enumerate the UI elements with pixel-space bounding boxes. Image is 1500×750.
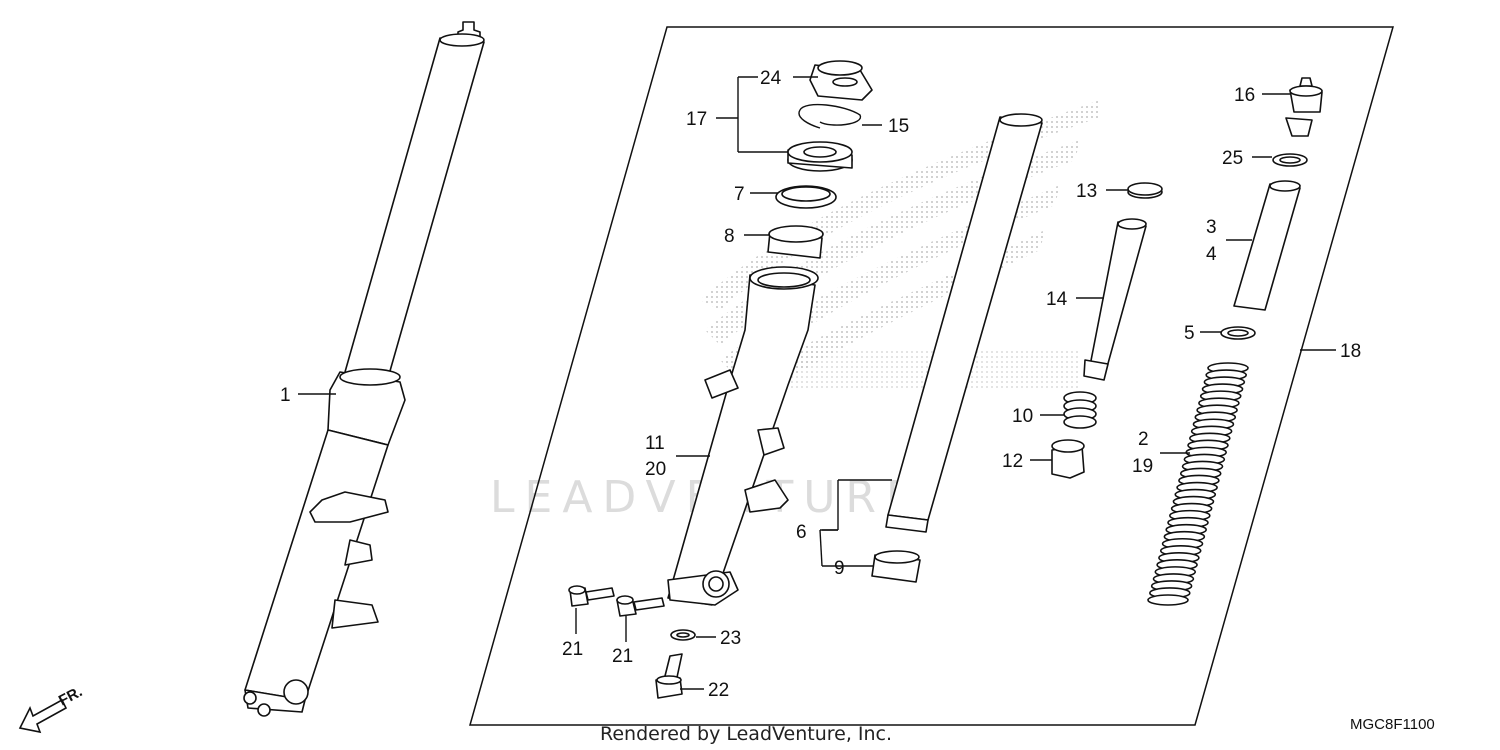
back-up-ring-part [775,185,837,209]
fork-assembly-complete [243,21,485,717]
callout-11: 11 [645,433,665,454]
piston-ring-part [1127,182,1163,199]
callout-21a: 21 [562,639,583,660]
front-arrow-icon [18,698,68,734]
front-direction-indicator: FR. [18,683,85,734]
spring-seat-part [1220,326,1256,340]
callout-6: 6 [796,522,807,543]
callout-5: 5 [1184,323,1195,344]
callout-23: 23 [720,628,741,649]
render-credit: Rendered by LeadVenture, Inc. [600,723,892,745]
socket-bolt-part [568,585,615,607]
callout-12: 12 [1002,451,1023,472]
callout-13: 13 [1076,181,1097,202]
leader-lines [298,76,1336,690]
guide-bushing-part [871,550,921,583]
slider-bushing-part [767,225,824,259]
fork-bolt-cap-part [1285,77,1323,137]
callout-10: 10 [1012,406,1033,427]
callout-4: 4 [1206,244,1217,265]
callout-21b: 21 [612,646,633,667]
sealing-washer-part [670,629,696,641]
callout-9: 9 [834,558,845,579]
socket-bolt-part-2 [616,595,665,617]
callout-1: 1 [280,385,291,406]
stopper-ring-part [798,103,861,129]
callout-8: 8 [724,226,735,247]
socket-cap-bolt-part [655,653,683,699]
fork-spring-part [1147,362,1249,606]
fork-piston-part [1083,218,1147,381]
callout-3: 3 [1206,217,1217,238]
dust-seal-part [809,60,873,101]
callout-18: 18 [1340,341,1361,362]
oil-lock-piece-part [1051,439,1085,479]
callout-16: 16 [1234,85,1255,106]
rebound-spring-part [1063,391,1097,429]
callout-labels: 1 24 17 15 7 8 11 20 6 9 13 14 10 12 16 … [280,68,1361,701]
callout-24: 24 [760,68,782,89]
callout-17: 17 [686,109,707,130]
callout-7: 7 [734,184,745,205]
fork-slider-bottom-case [667,266,819,606]
callout-25: 25 [1222,148,1243,169]
o-ring-part [1272,153,1308,167]
callout-14: 14 [1046,289,1068,310]
fork-pipe-part [885,113,1043,533]
spring-collar-part [1233,180,1301,311]
callout-2: 2 [1138,429,1149,450]
exploded-view-frame [469,26,1394,726]
callout-20: 20 [645,459,666,480]
callout-22: 22 [708,680,729,701]
drawing-code: MGC8F1100 [1350,716,1435,733]
callout-15: 15 [888,116,909,137]
spring-coil [1147,594,1189,606]
callout-19: 19 [1132,456,1153,477]
oil-seal-part [787,141,853,172]
